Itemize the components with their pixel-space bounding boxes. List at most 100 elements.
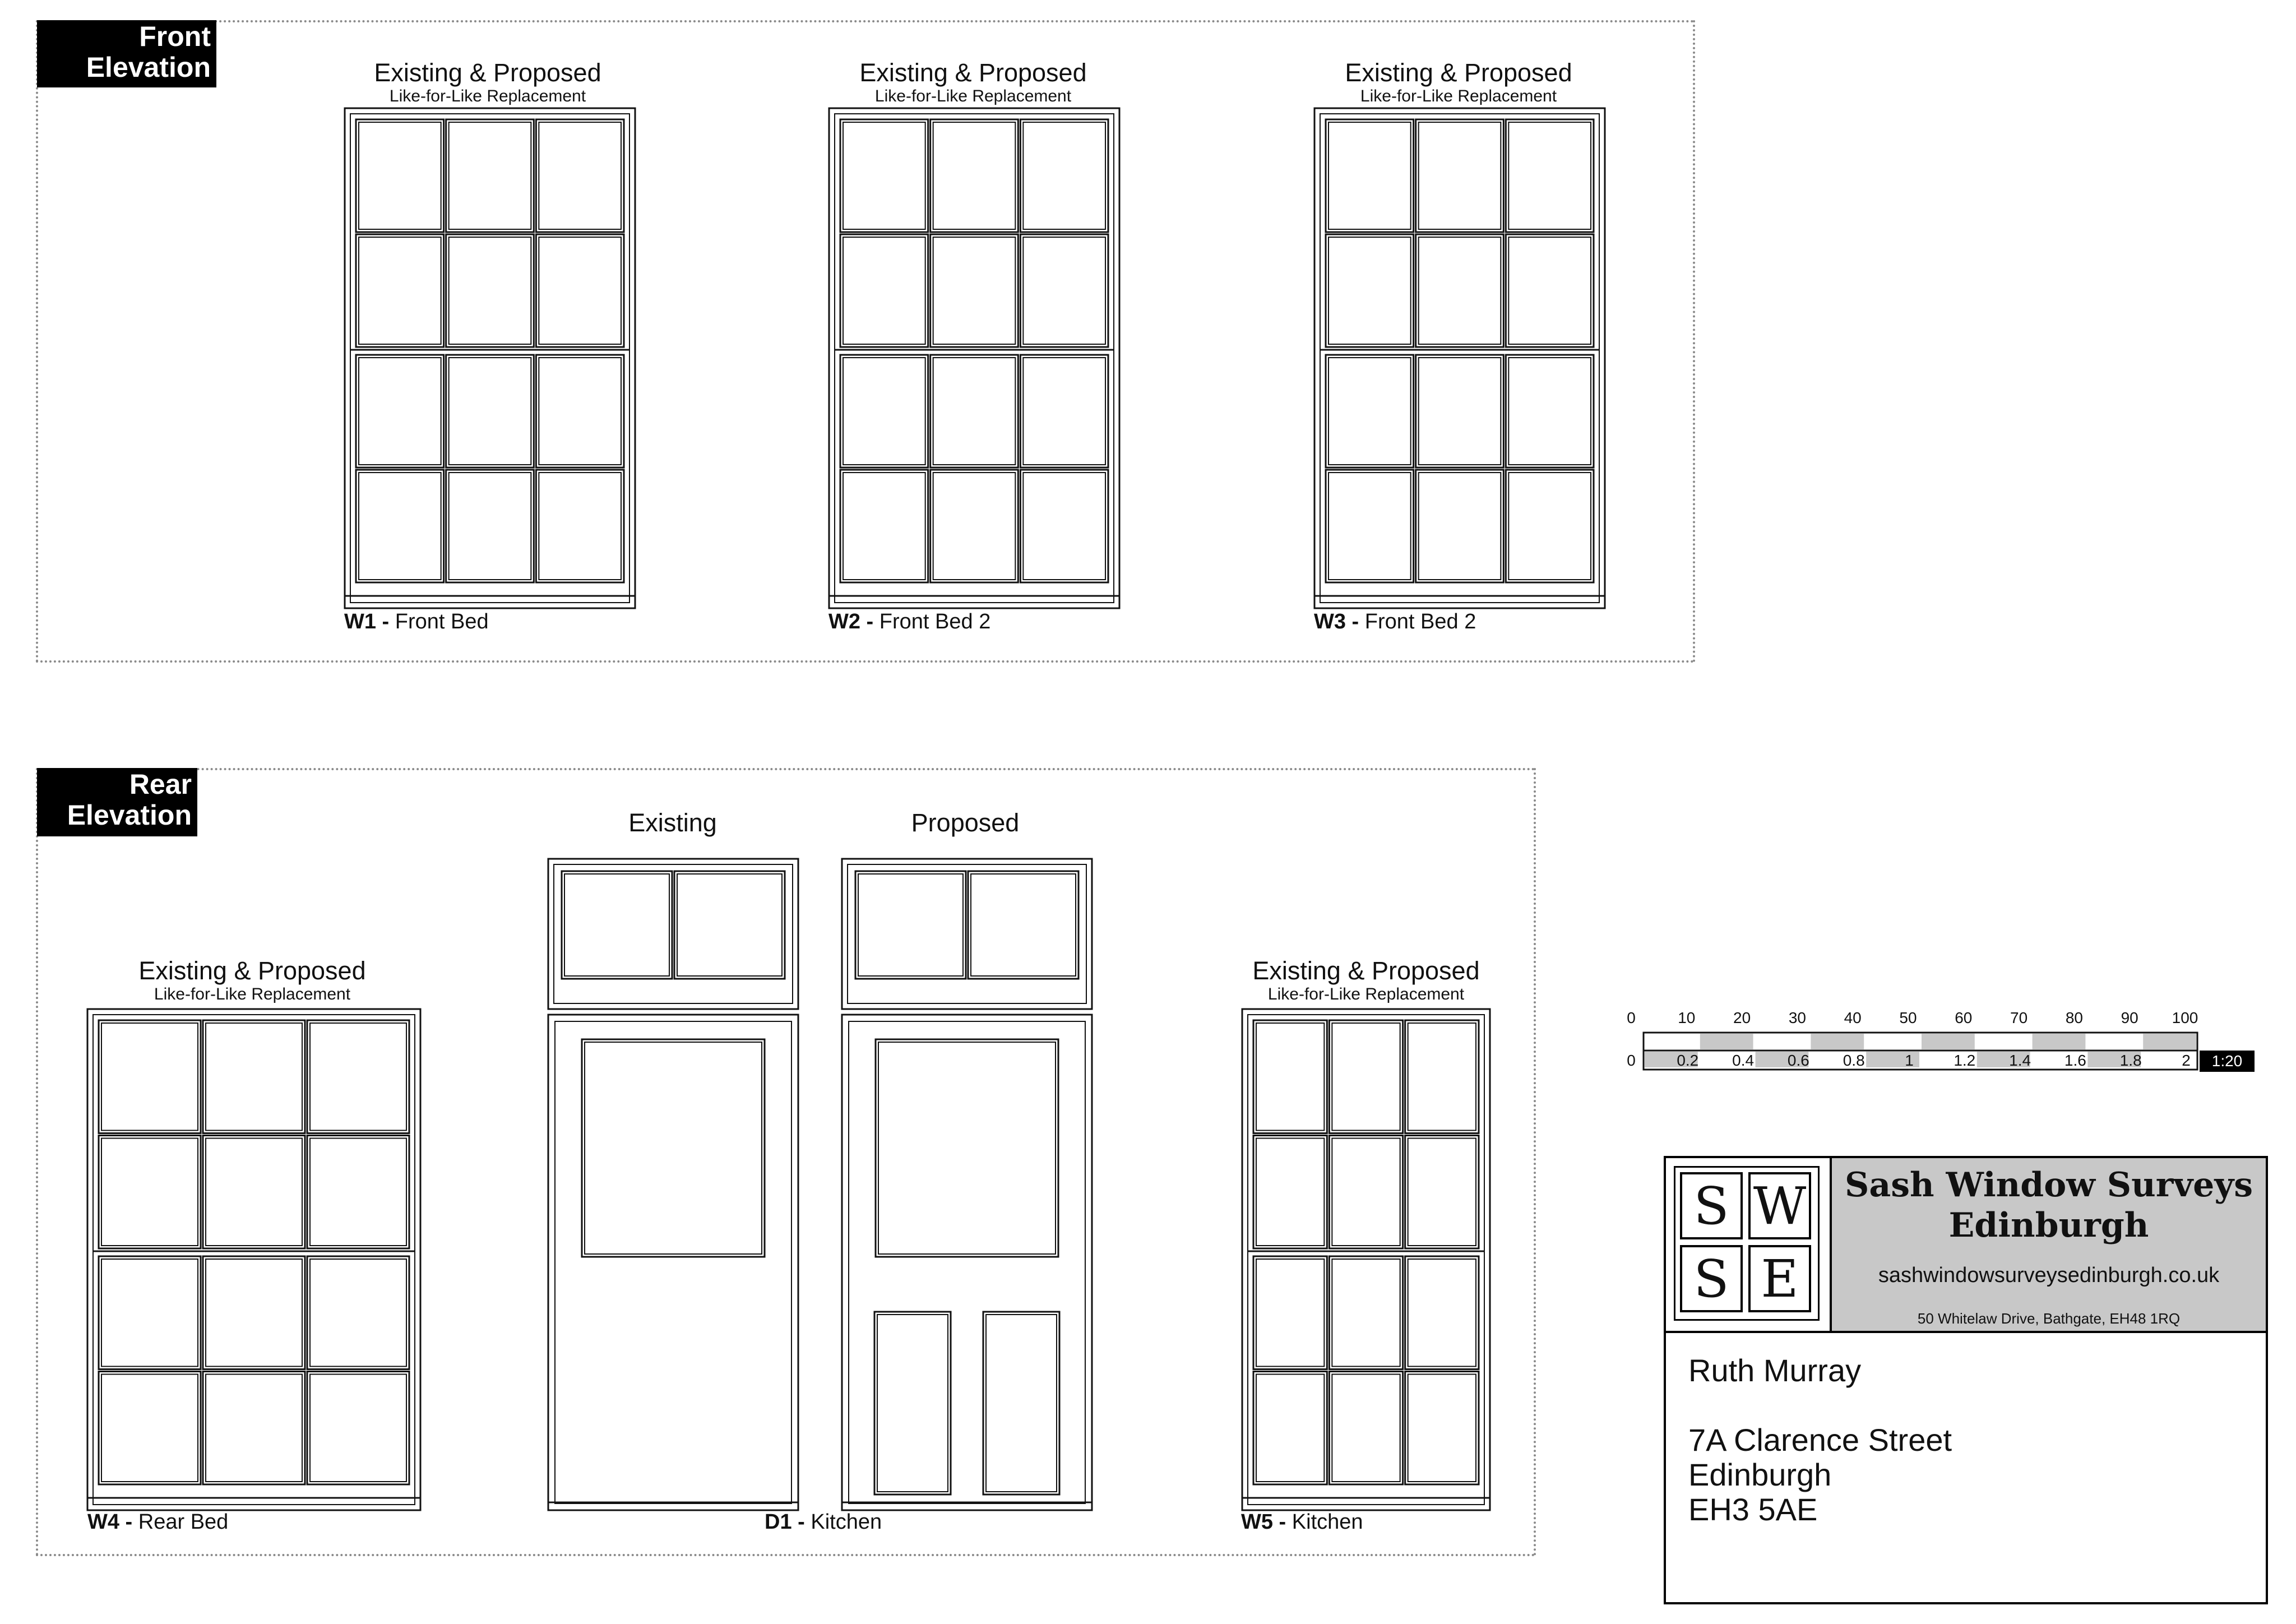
window-pane bbox=[1404, 1255, 1480, 1370]
d1-proposed-door-leaf bbox=[848, 1021, 1086, 1504]
window-pane bbox=[1252, 1371, 1328, 1486]
w5-window-frame bbox=[1241, 1008, 1491, 1511]
w1-window-inner-frame bbox=[350, 113, 630, 603]
logo-letter-text: S bbox=[1693, 1248, 1729, 1309]
window-pane-inner bbox=[564, 873, 670, 977]
window-pane bbox=[98, 1019, 202, 1134]
w4-window-inner-frame bbox=[92, 1014, 415, 1505]
window-pane bbox=[1505, 233, 1595, 348]
window-pane bbox=[673, 870, 786, 980]
window-pane bbox=[1328, 1019, 1404, 1134]
window-pane bbox=[306, 1371, 410, 1486]
scale-bar-segment bbox=[2087, 1052, 2141, 1067]
window-pane bbox=[1415, 354, 1505, 469]
window-pane bbox=[98, 1371, 202, 1486]
window-pane bbox=[535, 354, 625, 469]
company-logo: S W S E bbox=[1674, 1166, 1820, 1321]
scale-tick-label: 1 bbox=[1905, 1052, 1914, 1069]
window-pane-inner bbox=[1256, 1259, 1325, 1367]
client-address-line: Edinburgh bbox=[1688, 1457, 1832, 1492]
window-pane bbox=[535, 233, 625, 348]
room-name: Front Bed bbox=[395, 610, 489, 633]
room-name: Front Bed 2 bbox=[1364, 610, 1476, 633]
window-pane bbox=[535, 118, 625, 233]
d1-existing-transom-inner bbox=[553, 864, 793, 1004]
scale-bar-segment bbox=[1922, 1034, 1975, 1049]
w3-label: W3 - Front Bed 2 bbox=[1314, 610, 1476, 634]
heading-text: Existing & Proposed bbox=[138, 956, 366, 985]
window-pane bbox=[874, 1038, 1059, 1258]
window-pane-inner bbox=[309, 1022, 407, 1131]
heading-text: Existing & Proposed bbox=[859, 58, 1087, 87]
window-pane bbox=[982, 1311, 1061, 1496]
scale-tick-label: 10 bbox=[1678, 1009, 1696, 1026]
window-pane bbox=[1019, 233, 1109, 348]
window-pane-inner bbox=[205, 1373, 303, 1482]
scale-tick-label: 0.2 bbox=[1677, 1052, 1699, 1069]
w2-window-inner-frame bbox=[834, 113, 1114, 603]
window-pane-inner bbox=[538, 122, 622, 230]
window-pane bbox=[306, 1019, 410, 1134]
front-elevation-tag: Front Elevation bbox=[37, 20, 216, 87]
w4-heading: Existing & Proposed Like-for-Like Replac… bbox=[84, 956, 420, 1003]
window-pane bbox=[1328, 1255, 1404, 1370]
d1-proposed-door-frame bbox=[841, 1014, 1093, 1511]
w3-window-inner-frame bbox=[1320, 113, 1600, 603]
window-pane-inner bbox=[1331, 1137, 1401, 1246]
window-pane bbox=[1415, 233, 1505, 348]
window-pane bbox=[1252, 1255, 1328, 1370]
tag-line: Elevation bbox=[86, 52, 211, 83]
window-pane-inner bbox=[448, 237, 532, 345]
window-pane bbox=[839, 354, 929, 469]
scale-bar-segment bbox=[1645, 1052, 1698, 1067]
window-pane-inner bbox=[877, 1314, 948, 1492]
subheading-text: Like-for-Like Replacement bbox=[1267, 985, 1465, 1003]
window-pane bbox=[1328, 1371, 1404, 1486]
w1-window-frame bbox=[344, 107, 636, 609]
scale-tick-label: 1.2 bbox=[1954, 1052, 1976, 1069]
window-pane-inner bbox=[878, 1042, 1056, 1255]
company-name: Edinburgh bbox=[1948, 1206, 2149, 1245]
window-pane bbox=[202, 1371, 306, 1486]
tag-line: Rear bbox=[129, 769, 192, 800]
window-pane-inner bbox=[1331, 1259, 1401, 1367]
window-pane-inner bbox=[970, 873, 1076, 977]
window-pane-inner bbox=[448, 472, 532, 580]
w3-window-frame bbox=[1313, 107, 1606, 609]
window-code: W5 - bbox=[1241, 1510, 1286, 1534]
scale-ratio: 1:20 bbox=[2200, 1051, 2255, 1072]
scale-tick-label: 60 bbox=[1955, 1009, 1973, 1026]
window-pane-inner bbox=[1407, 1137, 1477, 1246]
window-pane-inner bbox=[584, 1042, 762, 1255]
window-pane bbox=[1328, 1135, 1404, 1250]
window-pane-inner bbox=[1256, 1373, 1325, 1482]
window-pane bbox=[929, 233, 1019, 348]
window-pane-inner bbox=[932, 472, 1016, 580]
w5-heading: Existing & Proposed Like-for-Like Replac… bbox=[1198, 956, 1534, 1003]
window-pane-inner bbox=[1407, 1259, 1477, 1367]
door-proposed-heading: Proposed bbox=[853, 808, 1077, 838]
window-pane bbox=[1505, 354, 1595, 469]
window-pane bbox=[873, 1311, 952, 1496]
d1-existing-transom-frame bbox=[547, 858, 799, 1010]
front-elevation-panel bbox=[36, 20, 1695, 663]
heading-text: Existing bbox=[628, 808, 717, 837]
window-pane bbox=[1325, 233, 1415, 348]
window-pane bbox=[929, 118, 1019, 233]
scale-bar-segment bbox=[1976, 1052, 2030, 1067]
window-pane-inner bbox=[843, 357, 926, 465]
w3-heading: Existing & Proposed Like-for-Like Replac… bbox=[1290, 58, 1627, 105]
scale-tick-label: 0.8 bbox=[1843, 1052, 1865, 1069]
w2-heading: Existing & Proposed Like-for-Like Replac… bbox=[805, 58, 1141, 105]
company-website[interactable]: sashwindowsurveysedinburgh.co.uk bbox=[1878, 1264, 2220, 1287]
window-pane bbox=[1325, 118, 1415, 233]
window-pane bbox=[839, 118, 929, 233]
window-pane bbox=[1404, 1135, 1480, 1250]
window-pane bbox=[202, 1019, 306, 1134]
w5-window-inner-frame bbox=[1247, 1014, 1485, 1505]
scale-bar-segment bbox=[1755, 1052, 1809, 1067]
logo-divider bbox=[1830, 1156, 1832, 1332]
window-pane-inner bbox=[448, 357, 532, 465]
d1-existing-door-frame bbox=[547, 1014, 799, 1511]
w1-heading: Existing & Proposed Like-for-Like Replac… bbox=[320, 58, 656, 105]
